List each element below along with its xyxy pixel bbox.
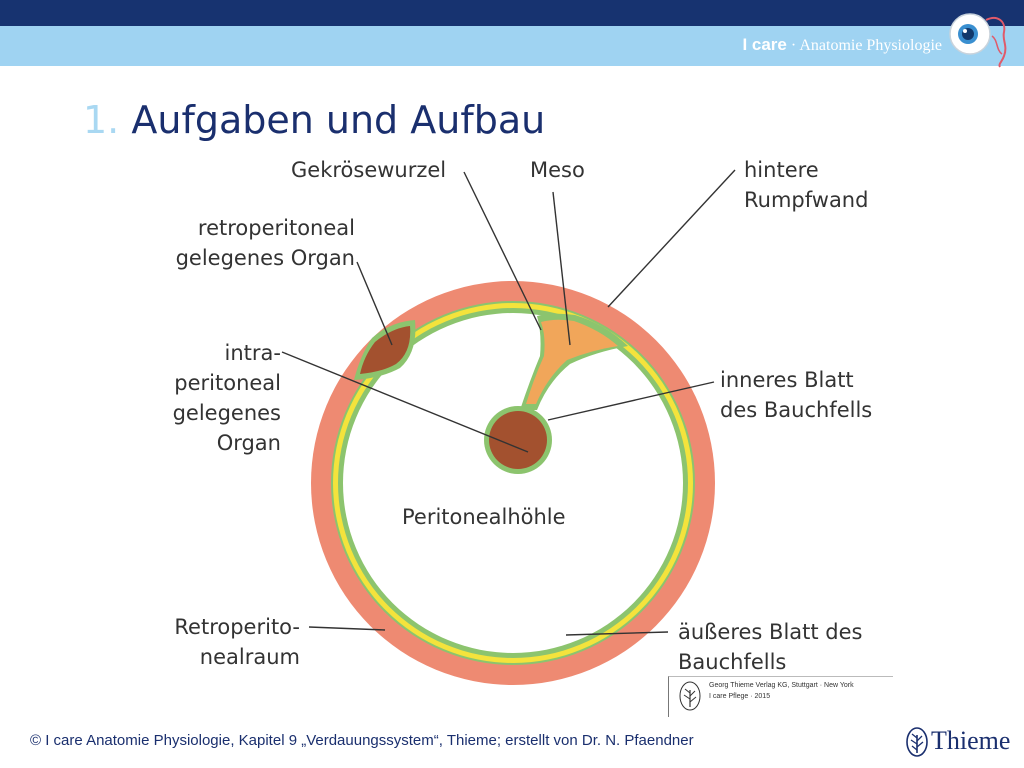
label-retroperitoneal-organ: retroperitoneal gelegenes Organ: [176, 213, 355, 273]
label-aeusseres-blatt-line2: Bauchfells: [678, 650, 787, 674]
label-intraperitoneal-organ: intra- peritoneal gelegenes Organ: [173, 338, 281, 458]
thieme-tree-icon: [679, 681, 701, 711]
thieme-wordmark: Thieme: [931, 726, 1011, 755]
title-number: 1.: [83, 98, 120, 142]
label-retroperitonealraum: Retroperito- nealraum: [172, 612, 300, 672]
label-hintere-rumpfwand: hintere Rumpfwand: [744, 155, 868, 215]
label-inneres-blatt-line2: des Bauchfells: [720, 398, 873, 422]
leader-intraperitoneal-organ: [281, 351, 529, 453]
leader-gekroesewurzel: [463, 171, 542, 331]
label-retroperitonealraum-line2: nealraum: [199, 645, 300, 669]
label-meso: Meso: [530, 158, 585, 182]
credit-book: I care Pflege · 2015: [709, 693, 771, 700]
label-intraperitoneal-organ-line1: intra-: [224, 341, 281, 365]
label-retroperitoneal-organ-line2: gelegenes Organ: [175, 246, 355, 270]
label-gekroesewurzel: Gekrösewurzel: [291, 158, 447, 182]
label-intraperitoneal-organ-line4: Organ: [216, 431, 281, 455]
label-aeusseres-blatt: äußeres Blatt des Bauchfells: [678, 617, 862, 677]
label-intraperitoneal-organ-line3: gelegenes: [172, 401, 281, 425]
retroperitoneal-organ-body: [360, 326, 411, 374]
header-bar-dark: [0, 0, 1024, 26]
label-intraperitoneal-organ-line2: peritoneal: [174, 371, 281, 395]
brand-title: I care · Anatomie Physiologie: [742, 35, 942, 55]
mesentery-fat: [526, 319, 618, 404]
label-retroperitonealraum-line1: Retroperito-: [174, 615, 300, 639]
intraperitoneal-organ: [489, 411, 547, 469]
label-aeusseres-blatt-line1: äußeres Blatt des: [678, 620, 863, 644]
slide-title: 1. Aufgaben und Aufbau: [83, 98, 545, 142]
leader-inneres-blatt: [547, 381, 715, 421]
label-inneres-blatt: inneres Blatt des Bauchfells: [720, 365, 872, 425]
leader-aeusseres-blatt: [565, 631, 669, 636]
credit-publisher: Georg Thieme Verlag KG, Stuttgart · New …: [709, 682, 854, 689]
brand-rest: · Anatomie Physiologie: [786, 37, 942, 54]
eye-icon: [949, 13, 1007, 68]
label-inneres-blatt-line1: inneres Blatt: [720, 368, 854, 392]
label-hintere-rumpfwand-line1: hintere: [744, 158, 819, 182]
label-hintere-rumpfwand-line2: Rumpfwand: [744, 188, 869, 212]
image-credit: Georg Thieme Verlag KG, Stuttgart · New …: [668, 676, 893, 717]
leader-retroperitoneal-organ: [356, 261, 393, 346]
brand-strong: I care: [742, 35, 787, 54]
label-peritonealhoehle: Peritonealhöhle: [402, 505, 566, 529]
leader-hintere-rumpfwand: [607, 169, 736, 308]
header-bar-light: [0, 26, 1024, 66]
thieme-logo-icon: [906, 727, 928, 757]
footer-copyright: © I care Anatomie Physiologie, Kapitel 9…: [30, 732, 694, 749]
leader-meso: [552, 191, 571, 346]
label-retroperitoneal-organ-line1: retroperitoneal: [197, 216, 355, 240]
title-text: Aufgaben und Aufbau: [131, 98, 546, 142]
peritoneal-cavity: [343, 313, 683, 653]
leader-retroperitonealraum: [308, 626, 386, 631]
